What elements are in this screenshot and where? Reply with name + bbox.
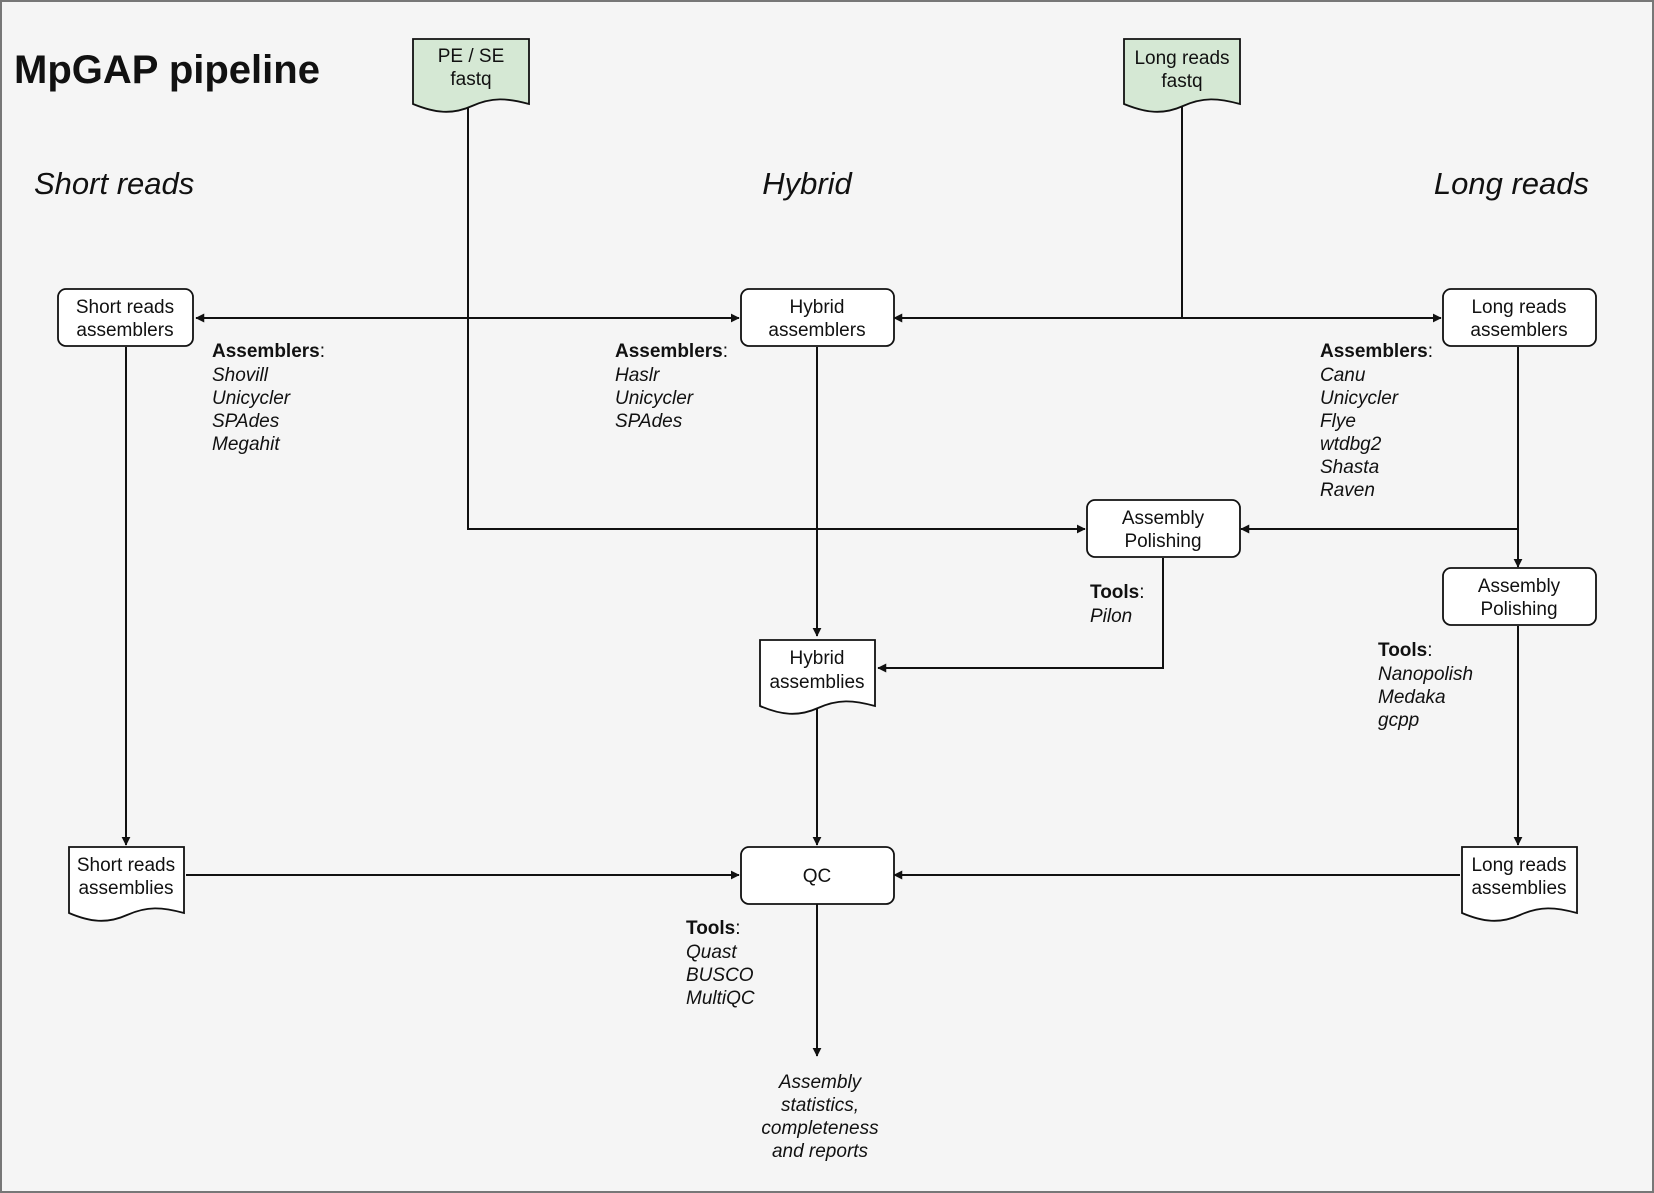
annotation-label: Tools:	[1378, 640, 1433, 661]
section-hybrid: Hybrid	[762, 166, 853, 201]
node-long-assemblers-line2: assemblers	[1470, 320, 1567, 341]
section-short-reads: Short reads	[34, 166, 194, 201]
annotation-item: Canu	[1320, 365, 1366, 386]
annotation-label: Tools:	[686, 918, 741, 939]
annotation-item: Unicycler	[615, 388, 694, 409]
annotation-item: MultiQC	[686, 988, 755, 1009]
annotation-item: Pilon	[1090, 606, 1132, 627]
node-polish-hybrid-line2: Polishing	[1124, 531, 1201, 552]
annotation-qc: Tools: Quast BUSCO MultiQC	[686, 918, 755, 1009]
doc-short-assemblies-line2: assemblies	[78, 878, 173, 899]
diagram-title: MpGAP pipeline	[14, 48, 320, 92]
annotation-item: Raven	[1320, 480, 1375, 501]
node-long-assemblers-line1: Long reads	[1471, 297, 1566, 318]
annotation-short-assemblers: Assemblers: Shovill Unicycler SPAdes Meg…	[212, 341, 325, 455]
annotation-label: Assemblers:	[1320, 341, 1433, 362]
section-long-reads: Long reads	[1434, 166, 1589, 201]
input-long-reads-fastq: Long reads fastq	[1123, 38, 1241, 113]
output-line: completeness	[761, 1118, 879, 1139]
input-pe-se-fastq: PE / SE fastq	[412, 38, 530, 113]
node-short-assemblers-line2: assemblers	[76, 320, 173, 341]
node-polish-long-line1: Assembly	[1478, 576, 1561, 597]
annotation-item: Quast	[686, 942, 737, 963]
doc-short-assemblies-line1: Short reads	[77, 855, 175, 876]
annotation-item: SPAdes	[615, 411, 683, 432]
input-long-reads-line1: Long reads	[1134, 48, 1229, 69]
output-line: Assembly	[778, 1072, 863, 1093]
annotation-item: Haslr	[615, 365, 660, 386]
node-polish-hybrid-line1: Assembly	[1122, 508, 1205, 529]
doc-hybrid-assemblies-line1: Hybrid	[790, 648, 845, 669]
annotation-item: gcpp	[1378, 710, 1419, 731]
node-hybrid-assemblers-line1: Hybrid	[790, 297, 845, 318]
node-short-reads-assemblers: Short reads assemblers	[57, 288, 194, 347]
annotation-item: Unicycler	[1320, 388, 1399, 409]
output-statistics-reports: Assembly statistics, completeness and re…	[761, 1072, 879, 1162]
edge-polishing-to-hybrid-assemblies	[877, 558, 1164, 673]
doc-hybrid-assemblies-line2: assemblies	[769, 672, 864, 693]
annotation-item: Shasta	[1320, 457, 1379, 478]
annotation-label: Assemblers:	[615, 341, 728, 362]
node-long-reads-assemblers: Long reads assemblers	[1442, 288, 1597, 347]
doc-short-reads-assemblies: Short reads assemblies	[68, 846, 185, 922]
annotation-label: Assemblers:	[212, 341, 325, 362]
node-assembly-polishing-hybrid: Assembly Polishing	[1086, 499, 1241, 558]
annotation-item: Megahit	[212, 434, 280, 455]
annotation-polish-hybrid: Tools: Pilon	[1090, 582, 1145, 627]
input-pe-se-line2: fastq	[450, 69, 491, 90]
node-qc: QC	[740, 846, 895, 905]
node-qc-label: QC	[803, 866, 832, 887]
input-pe-se-line1: PE / SE	[438, 46, 505, 67]
input-long-reads-line2: fastq	[1161, 71, 1202, 92]
annotation-item: BUSCO	[686, 965, 754, 986]
doc-hybrid-assemblies: Hybrid assemblies	[759, 639, 876, 715]
edges	[121, 98, 1523, 1057]
node-hybrid-assemblers-line2: assemblers	[768, 320, 865, 341]
node-short-assemblers-line1: Short reads	[76, 297, 174, 318]
doc-long-reads-assemblies: Long reads assemblies	[1461, 846, 1578, 922]
annotation-polish-long: Tools: Nanopolish Medaka gcpp	[1378, 640, 1473, 731]
annotation-label: Tools:	[1090, 582, 1145, 603]
node-hybrid-assemblers: Hybrid assemblers	[740, 288, 895, 347]
doc-long-assemblies-line2: assemblies	[1471, 878, 1566, 899]
output-line: and reports	[772, 1141, 869, 1162]
node-polish-long-line2: Polishing	[1480, 599, 1557, 620]
doc-long-assemblies-line1: Long reads	[1471, 855, 1566, 876]
annotation-hybrid-assemblers: Assemblers: Haslr Unicycler SPAdes	[615, 341, 728, 432]
annotation-item: Shovill	[212, 365, 269, 386]
annotation-item: Nanopolish	[1378, 664, 1473, 685]
annotation-item: Unicycler	[212, 388, 291, 409]
edge-pese-to-polishing	[467, 108, 1086, 534]
annotation-item: Medaka	[1378, 687, 1446, 708]
output-line: statistics,	[781, 1095, 859, 1116]
annotation-long-assemblers: Assemblers: Canu Unicycler Flye wtdbg2 S…	[1320, 341, 1433, 501]
annotation-item: Flye	[1320, 411, 1356, 432]
node-assembly-polishing-long: Assembly Polishing	[1442, 567, 1597, 626]
annotation-item: SPAdes	[212, 411, 280, 432]
annotation-item: wtdbg2	[1320, 434, 1382, 455]
